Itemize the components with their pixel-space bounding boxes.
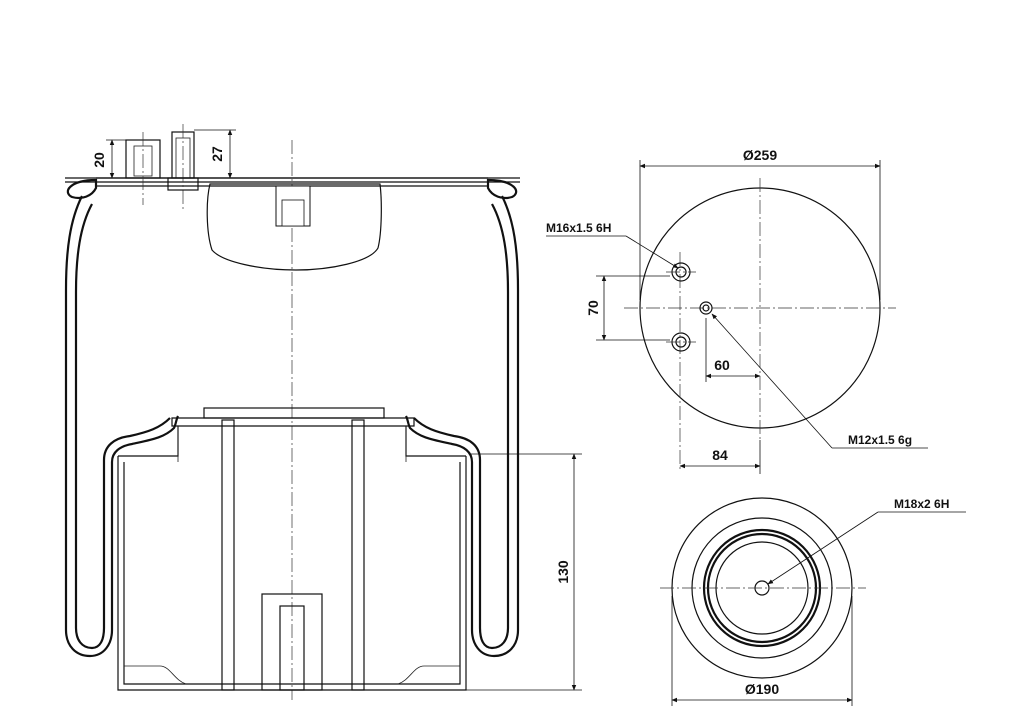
rubber-bumper bbox=[206, 183, 382, 271]
dim-20: 20 bbox=[91, 139, 126, 179]
leader-m18: M18x2 6H bbox=[767, 497, 966, 585]
dim-130: 130 bbox=[466, 453, 582, 691]
piston bbox=[117, 407, 467, 691]
dim-27: 27 bbox=[194, 129, 236, 179]
side-section-view: 20 27 bbox=[64, 124, 582, 700]
top-studs bbox=[125, 124, 199, 212]
dim-27-label: 27 bbox=[209, 146, 225, 162]
top-view: Ø259 M16x1.5 6H 70 60 84 bbox=[546, 147, 928, 474]
thread-m16-label: M16x1.5 6H bbox=[546, 221, 611, 235]
dim-60: 60 bbox=[705, 318, 761, 382]
dim-190: Ø190 bbox=[671, 596, 853, 706]
dim-259: Ø259 bbox=[639, 147, 881, 300]
dim-60-label: 60 bbox=[714, 357, 730, 373]
dim-70: 70 bbox=[585, 275, 670, 341]
dim-70-label: 70 bbox=[585, 300, 601, 316]
thread-m12-label: M12x1.5 6g bbox=[848, 433, 912, 447]
stud-holes bbox=[666, 262, 713, 352]
leader-m16: M16x1.5 6H bbox=[546, 221, 679, 269]
dim-259-label: Ø259 bbox=[743, 147, 777, 163]
dim-130-label: 130 bbox=[555, 560, 571, 584]
dim-190-label: Ø190 bbox=[745, 681, 779, 697]
bottom-view: M18x2 6H Ø190 bbox=[660, 497, 966, 706]
dim-84: 84 bbox=[679, 440, 761, 474]
rubber-sleeve bbox=[64, 195, 520, 658]
dim-20-label: 20 bbox=[91, 152, 107, 168]
dim-84-label: 84 bbox=[712, 447, 728, 463]
leader-m12: M12x1.5 6g bbox=[711, 313, 928, 449]
thread-m18-label: M18x2 6H bbox=[894, 497, 949, 511]
